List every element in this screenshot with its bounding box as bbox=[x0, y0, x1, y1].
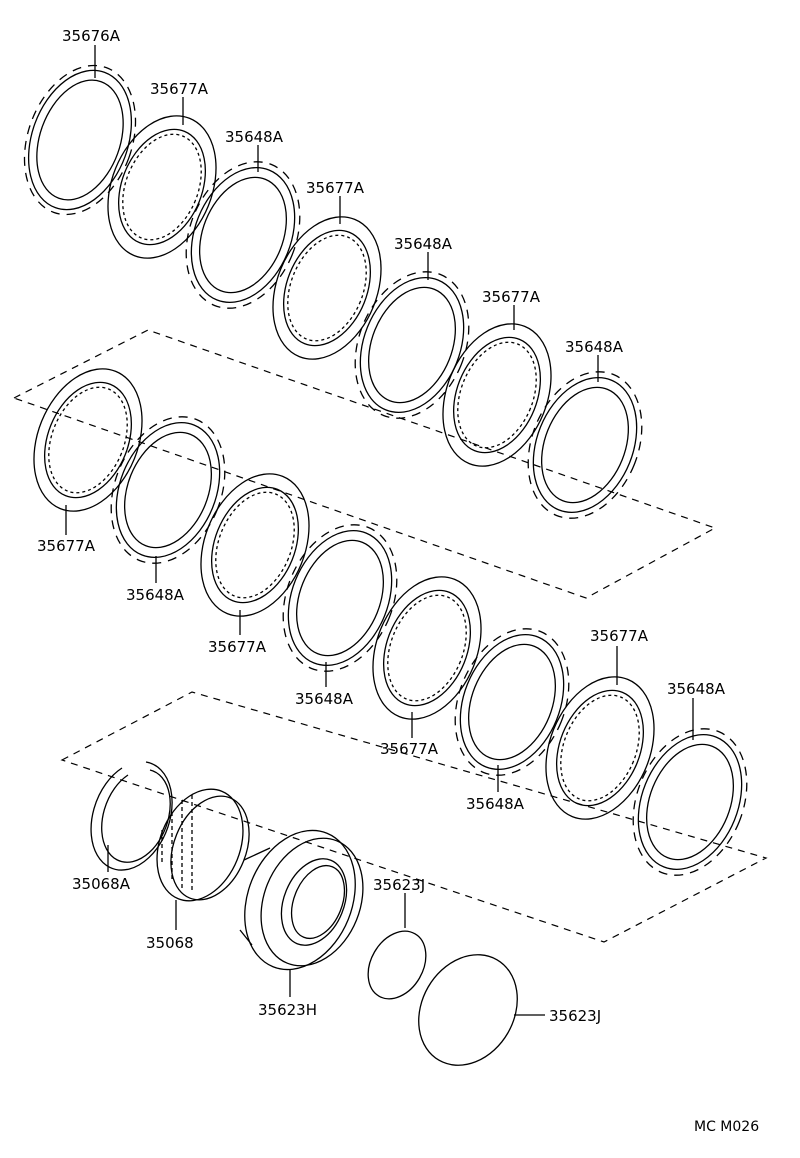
label-35677A-2: 35677A bbox=[306, 179, 365, 197]
part-35677A-friction-disc-3 bbox=[442, 323, 552, 467]
label-35648A-5: 35648A bbox=[295, 690, 354, 708]
part-35648A-steel-plate-5 bbox=[282, 524, 398, 672]
label-35623J-large: 35623J bbox=[549, 1007, 601, 1025]
part-35677A-friction-disc-5 bbox=[200, 473, 310, 617]
label-35676A: 35676A bbox=[62, 27, 121, 45]
label-35677A-3: 35677A bbox=[482, 288, 541, 306]
part-35623J-large-o-ring bbox=[418, 954, 518, 1066]
label-35623J-small: 35623J bbox=[373, 876, 425, 894]
label-35677A-6: 35677A bbox=[380, 740, 439, 758]
diagram-code: MC M026 bbox=[694, 1119, 759, 1135]
part-35677A-friction-disc-1 bbox=[107, 115, 217, 259]
label-35068A: 35068A bbox=[72, 875, 131, 893]
part-35623H-piston bbox=[239, 829, 364, 971]
part-35677A-friction-disc-7 bbox=[545, 676, 655, 820]
part-35648A-steel-plate-7 bbox=[632, 728, 748, 876]
part-35648A-steel-plate-1 bbox=[185, 161, 301, 309]
label-35677A-5: 35677A bbox=[208, 638, 267, 656]
part-35677A-friction-disc-4 bbox=[33, 368, 143, 512]
part-35676A-plate bbox=[23, 64, 137, 216]
part-35623J-small-o-ring bbox=[367, 930, 427, 1000]
label-35677A-7: 35677A bbox=[590, 627, 649, 645]
part-35068A-snap-ring bbox=[90, 761, 173, 871]
label-35648A-1: 35648A bbox=[225, 128, 284, 146]
part-35677A-friction-disc-6 bbox=[372, 576, 482, 720]
label-35677A-1: 35677A bbox=[150, 80, 209, 98]
part-35648A-steel-plate-3 bbox=[527, 371, 643, 519]
group-boundary-upper bbox=[12, 329, 717, 599]
label-35648A-6: 35648A bbox=[466, 795, 525, 813]
label-35648A-7: 35648A bbox=[667, 680, 726, 698]
part-35648A-steel-plate-2 bbox=[354, 271, 470, 419]
part-35648A-steel-plate-4 bbox=[110, 416, 226, 564]
label-35648A-4: 35648A bbox=[126, 586, 185, 604]
label-35623H: 35623H bbox=[258, 1001, 317, 1019]
label-35068: 35068 bbox=[146, 934, 194, 952]
label-35677A-4: 35677A bbox=[37, 537, 96, 555]
label-35648A-2: 35648A bbox=[394, 235, 453, 253]
part-35068-spring-retainer bbox=[156, 788, 250, 902]
part-35677A-friction-disc-2 bbox=[272, 216, 382, 360]
group-boundary-lower bbox=[60, 691, 768, 943]
label-35648A-3: 35648A bbox=[565, 338, 624, 356]
part-35648A-steel-plate-6 bbox=[454, 628, 570, 776]
